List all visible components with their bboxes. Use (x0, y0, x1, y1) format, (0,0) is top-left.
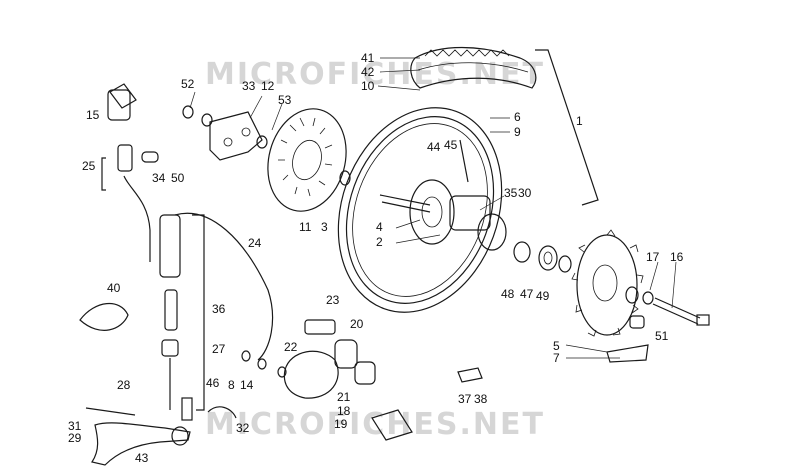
bracket-25 (101, 157, 106, 191)
bolts-upper (182, 105, 351, 186)
label-33: 33 (242, 79, 256, 93)
pivot-bolt (85, 407, 136, 416)
label-24: 24 (248, 236, 262, 250)
label-19: 19 (334, 417, 348, 431)
caliper-bracket (209, 111, 263, 161)
label-9: 9 (514, 125, 521, 139)
chain-adjuster (606, 344, 649, 363)
bracket-1 (535, 49, 599, 206)
label-18: 18 (337, 404, 351, 418)
part-labels: 1 2 3 4 5 6 7 8 9 10 11 12 14 15 16 17 1… (68, 51, 684, 465)
pins-37-38 (457, 367, 483, 383)
clip-15 (109, 83, 137, 109)
label-30: 30 (518, 186, 532, 200)
label-47: 47 (520, 287, 534, 301)
tyre (410, 46, 537, 89)
axle (625, 286, 710, 326)
rim (337, 107, 503, 313)
pad-19 (371, 409, 413, 441)
label-20: 20 (350, 317, 364, 331)
label-41: 41 (361, 51, 375, 65)
bracket-36 (192, 214, 205, 411)
label-16: 16 (670, 250, 684, 264)
reservoir (107, 89, 159, 172)
label-5: 5 (553, 339, 560, 353)
bolts-lower (181, 350, 287, 421)
label-25: 25 (82, 159, 96, 173)
brake-pedal (91, 422, 191, 466)
label-51: 51 (655, 329, 669, 343)
label-4: 4 (376, 220, 383, 234)
label-3: 3 (321, 220, 328, 234)
label-31: 31 (68, 419, 82, 433)
watermark-top: MICROFICHES.NET (205, 57, 545, 92)
leader-lines (189, 57, 677, 359)
spring-32 (207, 406, 237, 419)
rear-caliper (283, 319, 376, 399)
brake-hose (174, 212, 274, 361)
label-42: 42 (361, 65, 375, 79)
master-cylinder (159, 214, 181, 410)
sprocket (571, 229, 644, 337)
brake-disc (267, 108, 347, 212)
label-2: 2 (376, 235, 383, 249)
label-17: 17 (646, 250, 660, 264)
label-1: 1 (576, 114, 583, 128)
label-28: 28 (117, 378, 131, 392)
label-6: 6 (514, 110, 521, 124)
bearings (513, 241, 572, 273)
label-44: 44 (427, 140, 441, 154)
label-38: 38 (474, 392, 488, 406)
label-50: 50 (171, 171, 185, 185)
label-48: 48 (501, 287, 515, 301)
label-27: 27 (212, 342, 226, 356)
label-34: 34 (152, 171, 166, 185)
label-52: 52 (181, 77, 195, 91)
label-36: 36 (212, 302, 226, 316)
label-43: 43 (135, 451, 149, 465)
label-11: 11 (299, 220, 312, 234)
hub (379, 179, 507, 251)
label-49: 49 (536, 289, 550, 303)
label-35: 35 (504, 186, 518, 200)
label-23: 23 (326, 293, 340, 307)
label-12: 12 (261, 79, 275, 93)
label-46: 46 (206, 376, 220, 390)
label-15: 15 (86, 108, 100, 122)
watermark-bottom: MICROFICHES.NET (205, 407, 545, 442)
label-10: 10 (361, 79, 375, 93)
label-8: 8 (228, 378, 235, 392)
label-29: 29 (68, 431, 82, 445)
label-22: 22 (284, 340, 298, 354)
pad-40 (79, 302, 129, 331)
label-53: 53 (278, 93, 292, 107)
nut-51 (629, 315, 645, 329)
label-45: 45 (444, 138, 458, 152)
label-21: 21 (337, 390, 351, 404)
label-37: 37 (458, 392, 472, 406)
label-14: 14 (240, 378, 254, 392)
reservoir-hose (123, 175, 151, 262)
spoke (459, 139, 469, 183)
label-40: 40 (107, 281, 121, 295)
label-7: 7 (553, 351, 560, 365)
label-32: 32 (236, 421, 250, 435)
